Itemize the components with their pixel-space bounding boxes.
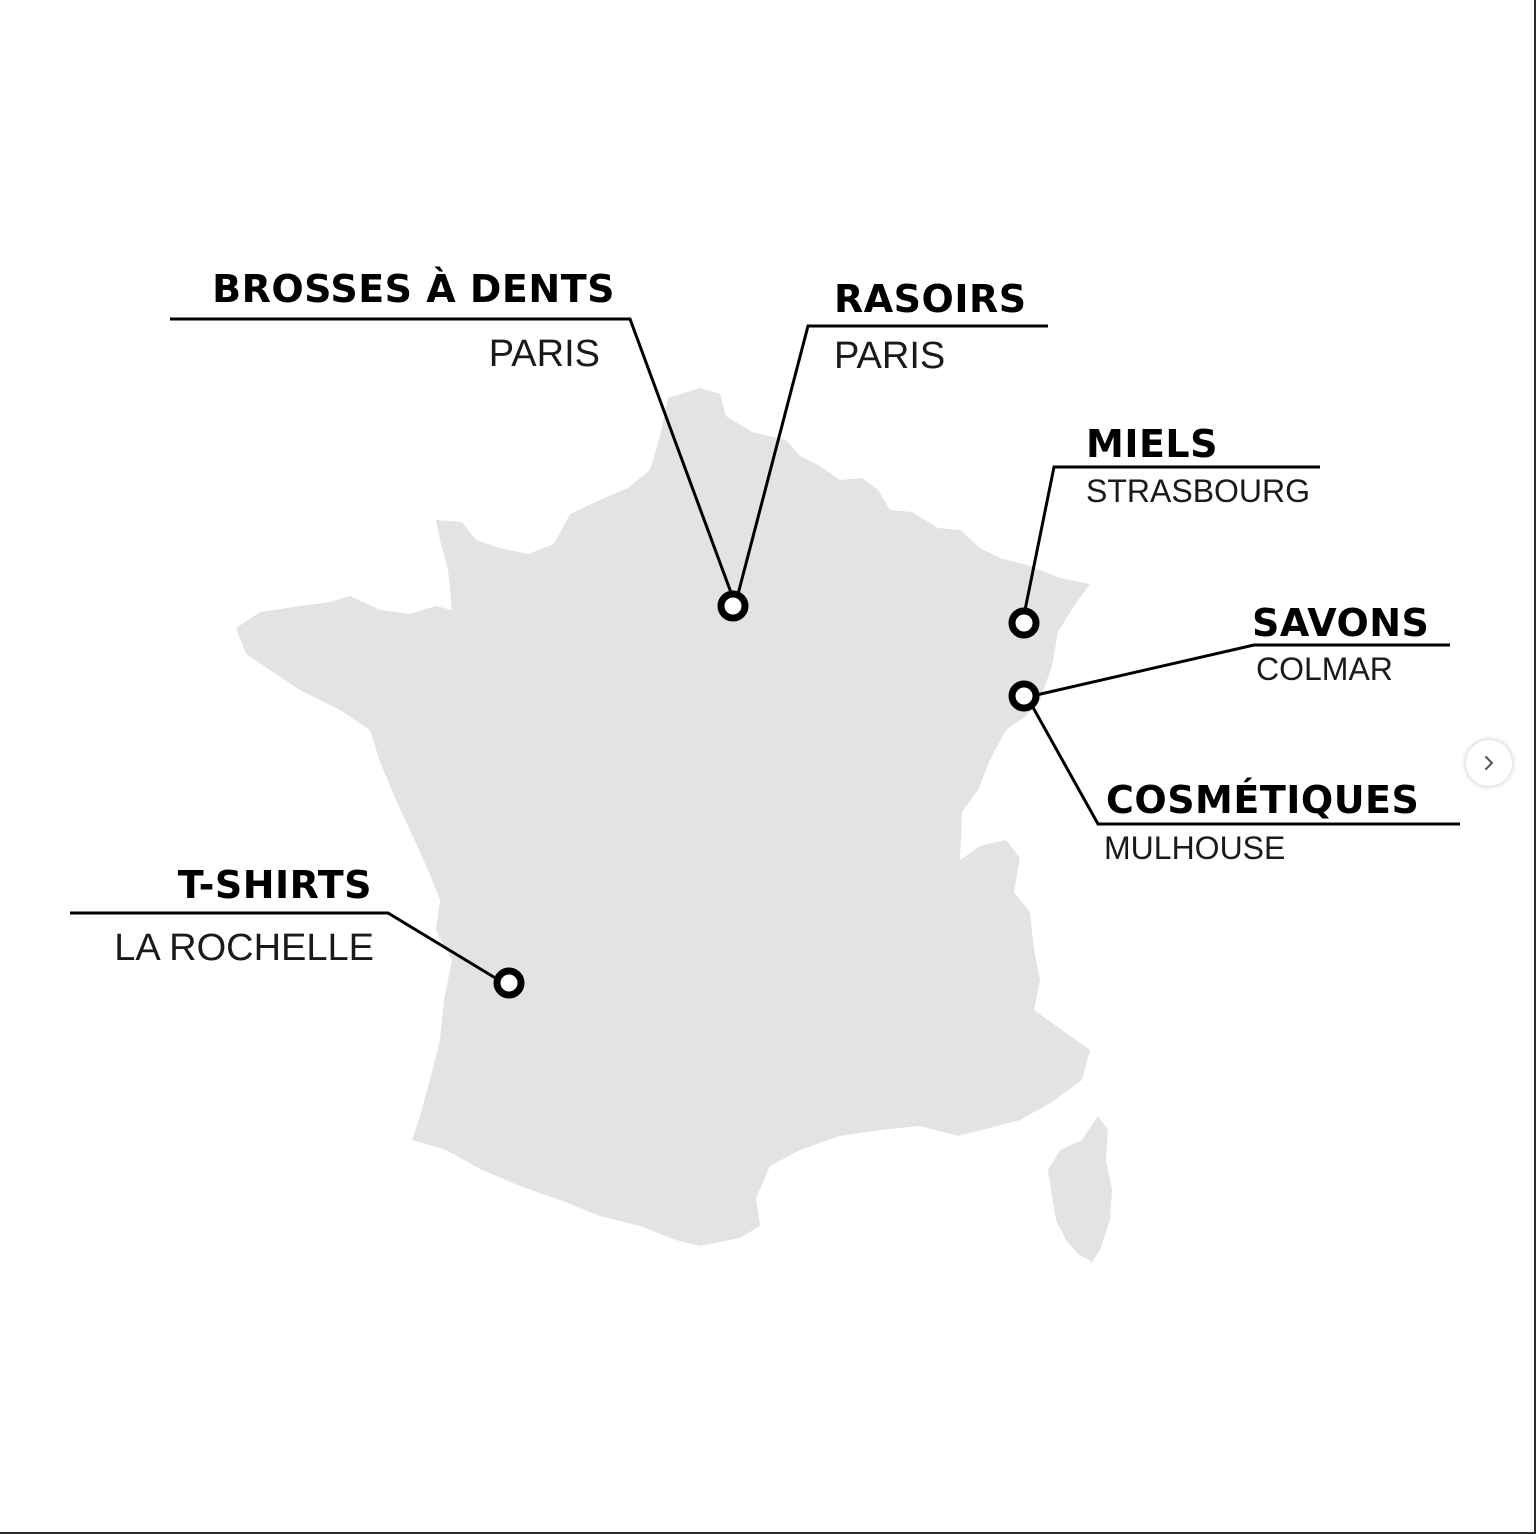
chevron-right-icon <box>1485 756 1493 770</box>
location-marker-paris <box>717 590 749 622</box>
label-product-cosmetiques: COSMÉTIQUES <box>1106 778 1419 822</box>
leader-line-tshirts <box>70 911 503 984</box>
france-mainland-shape <box>236 388 1090 1246</box>
label-city-rasoirs: PARIS <box>834 335 945 377</box>
label-product-savons: SAVONS <box>1252 601 1429 645</box>
label-city-miels: STRASBOURG <box>1086 473 1310 509</box>
label-city-brosses: PARIS <box>489 333 600 375</box>
leader-line-miels <box>1022 465 1320 616</box>
location-marker-strasbourg <box>1008 607 1040 639</box>
label-city-tshirts: LA ROCHELLE <box>114 927 374 969</box>
leader-line-savons <box>1031 643 1450 698</box>
leader-line-rasoirs <box>735 324 1048 599</box>
corsica-shape <box>1048 1116 1112 1262</box>
next-slide-button[interactable] <box>1466 740 1512 786</box>
frame-bottom-edge <box>0 1532 1536 1534</box>
label-product-rasoirs: RASOIRS <box>834 277 1027 321</box>
label-product-miels: MIELS <box>1086 422 1218 466</box>
frame-right-edge <box>1534 0 1536 1534</box>
leader-line-cosmetiques <box>1028 701 1460 826</box>
label-city-cosmetiques: MULHOUSE <box>1104 830 1285 866</box>
label-product-tshirts: T-SHIRTS <box>178 863 372 907</box>
location-marker-la-rochelle <box>493 967 525 999</box>
label-city-savons: COLMAR <box>1256 651 1393 687</box>
location-marker-colmar <box>1008 680 1040 712</box>
leader-line-brosses <box>170 317 735 599</box>
label-product-brosses: BROSSES À DENTS <box>212 267 615 311</box>
